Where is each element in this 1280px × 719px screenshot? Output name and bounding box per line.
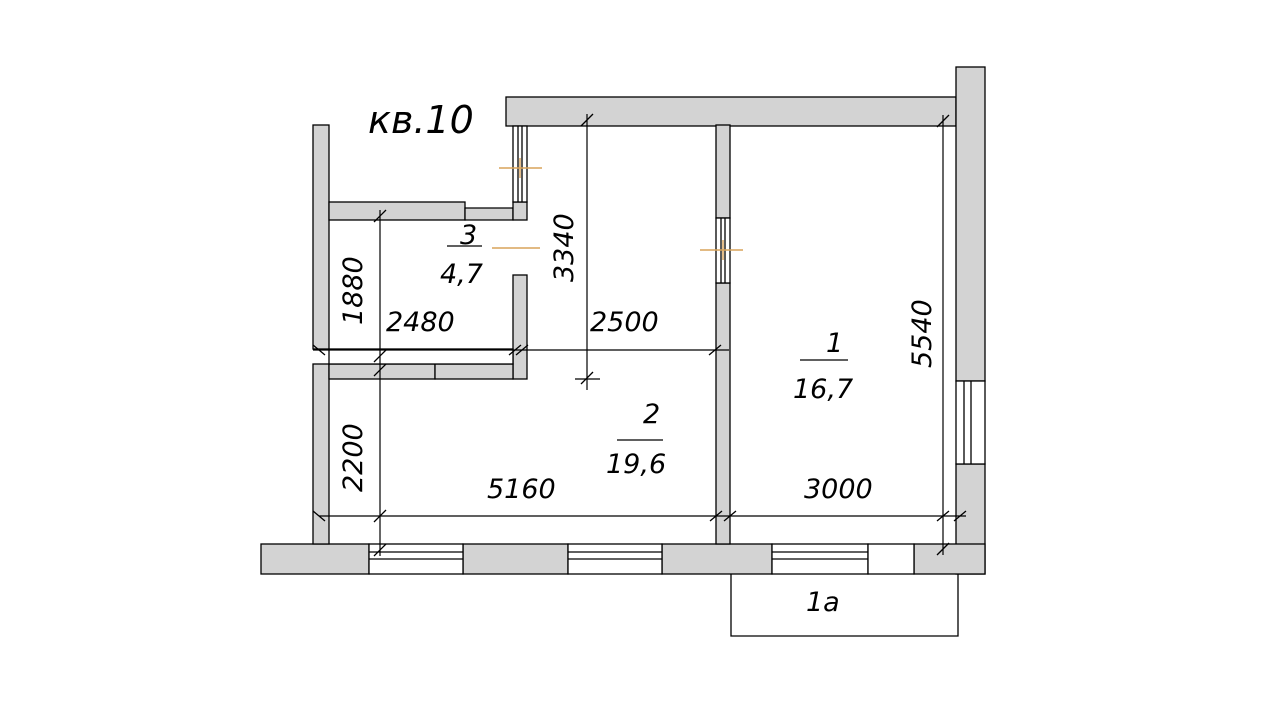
room-2-area: 19,6 xyxy=(606,449,666,480)
room3-top-wall-step xyxy=(464,207,514,221)
fraction-bars xyxy=(447,245,848,441)
dimension-3000: 3000 xyxy=(804,474,873,505)
balcony-label: 1а xyxy=(806,587,840,618)
room3-bottom-wall-a xyxy=(328,363,436,380)
dimension-2200: 2200 xyxy=(338,423,369,492)
room3-bottom-wall-b xyxy=(434,363,514,380)
dimension-1880: 1880 xyxy=(338,256,369,325)
dimension-2480: 2480 xyxy=(386,307,455,338)
top-wall xyxy=(505,96,957,127)
bottom-wall-right xyxy=(913,543,986,575)
door-marks xyxy=(492,158,743,260)
bottom-wall-pier-1 xyxy=(462,543,569,575)
balcony-door xyxy=(867,543,915,575)
dimension-lines xyxy=(312,113,967,557)
room3-right-wall-top xyxy=(512,201,528,221)
room-1-area: 16,7 xyxy=(793,374,853,405)
middle-partition-lower xyxy=(715,282,731,545)
apartment-title: кв.10 xyxy=(368,98,474,142)
opening-room3-bottom xyxy=(328,348,514,365)
room3-right-wall-bottom xyxy=(512,274,528,380)
dimension-2500: 2500 xyxy=(590,307,659,338)
dimension-5160: 5160 xyxy=(487,474,556,505)
bottom-wall-pier-2 xyxy=(661,543,773,575)
dimension-3340: 3340 xyxy=(549,213,580,282)
room3-top-wall xyxy=(328,201,466,221)
room-1-number: 1 xyxy=(826,328,843,359)
left-wall-lower xyxy=(312,363,330,545)
bottom-wall-left xyxy=(260,543,370,575)
middle-partition-upper xyxy=(715,124,731,219)
room-2-number: 2 xyxy=(643,399,660,430)
room-3-number: 3 xyxy=(460,220,477,251)
right-wall-upper xyxy=(955,66,986,382)
left-wall-upper xyxy=(312,124,330,350)
room-3-area: 4,7 xyxy=(440,259,483,290)
dimension-5540: 5540 xyxy=(907,299,938,368)
balcony-outline xyxy=(730,574,959,637)
